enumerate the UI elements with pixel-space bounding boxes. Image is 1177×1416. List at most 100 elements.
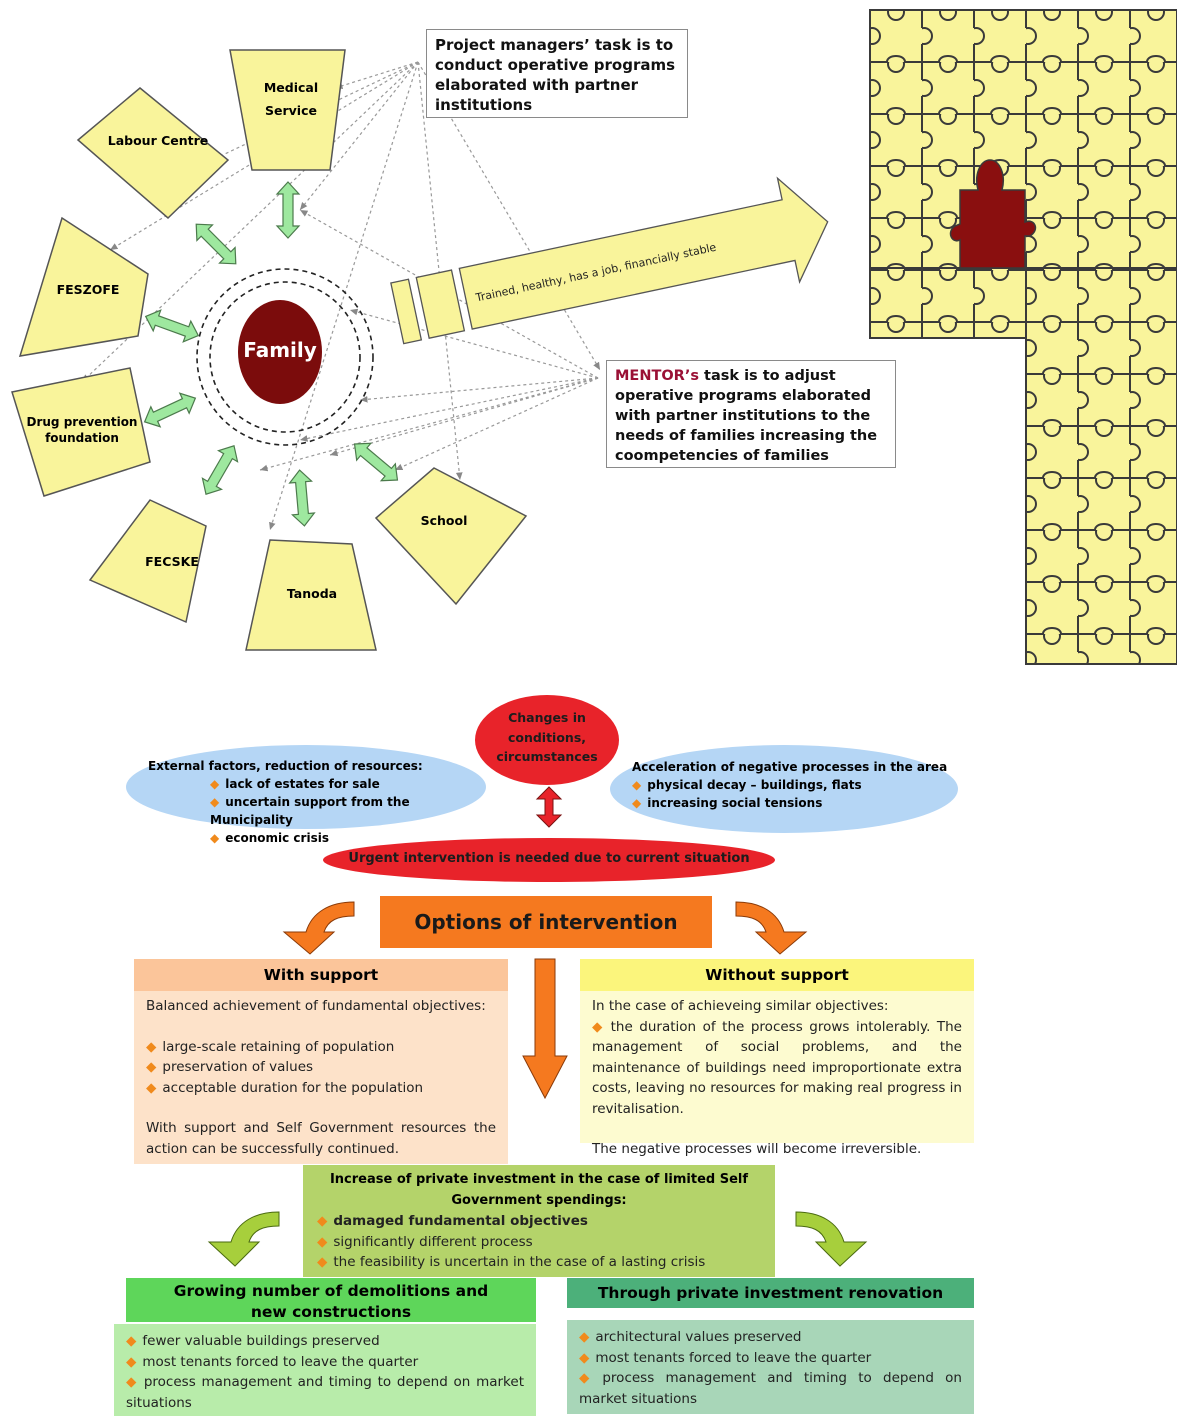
- mentor-highlight: MENTOR’s: [615, 368, 699, 384]
- bullet-icon: ◆: [579, 1329, 590, 1345]
- with-support-item: ◆large-scale retaining of population: [146, 1038, 395, 1055]
- satellite-drug-prevention: [11, 367, 151, 497]
- satellite-school-label: School: [421, 513, 468, 528]
- with-support-item: ◆preservation of values: [146, 1059, 314, 1075]
- mentor-pointer-lines: [259, 209, 599, 472]
- renovation-body: ◆architectural values preserved ◆most te…: [567, 1320, 974, 1414]
- down-arrow-icon: [522, 958, 568, 1100]
- private-investment-item: ◆the feasibility is uncertain in the cas…: [317, 1254, 706, 1270]
- link-arrow-medical: [275, 181, 301, 239]
- satellite-drug-label-1: Drug prevention: [27, 415, 138, 429]
- demolitions-body: ◆fewer valuable buildings preserved ◆mos…: [114, 1324, 536, 1416]
- link-arrow-drug: [143, 392, 197, 428]
- green-curved-arrow-right-icon: [795, 1211, 868, 1267]
- external-factors-title: External factors, reduction of resources…: [148, 759, 423, 773]
- options-of-intervention: Options of intervention: [380, 896, 712, 948]
- pm-note-line: Project managers’ task is to: [435, 36, 674, 54]
- with-support-header: With support: [134, 959, 508, 991]
- without-support-outro: The negative processes will become irrev…: [592, 1141, 922, 1157]
- outer-ring: [196, 268, 374, 446]
- bullet-icon: ◆: [317, 1213, 328, 1229]
- with-support-intro: Balanced achievement of fundamental obje…: [146, 998, 486, 1014]
- without-support-item: ◆the duration of the process grows intol…: [592, 1018, 962, 1117]
- bullet-icon: ◆: [126, 1374, 138, 1390]
- mentor-note-line: with partner institutions to the: [615, 408, 871, 424]
- bullet-icon: ◆: [210, 795, 220, 809]
- bullet-icon: ◆: [126, 1333, 137, 1349]
- pm-note-line: conduct operative programs: [435, 56, 676, 74]
- pm-note-line: institutions: [435, 96, 533, 114]
- project-managers-note: Project managers’ task is to conduct ope…: [426, 29, 688, 118]
- without-support-header: Without support: [580, 959, 974, 991]
- outcome-arrow: Trained, healthy, has a job, financially…: [390, 176, 829, 345]
- bullet-icon: ◆: [579, 1349, 590, 1366]
- without-support-intro: In the case of achieveing similar object…: [592, 998, 889, 1014]
- changes-line: conditions,: [507, 729, 587, 745]
- green-curved-arrow-left-icon: [207, 1211, 280, 1267]
- bullet-icon: ◆: [146, 1079, 157, 1096]
- mentor-note-line: coompetencies of families: [615, 448, 829, 464]
- satellite-tanoda-label: Tanoda: [287, 586, 337, 601]
- private-investment-title: Increase of private investment in the ca…: [329, 1172, 749, 1208]
- bullet-icon: ◆: [317, 1254, 328, 1270]
- bullet-icon: ◆: [146, 1038, 157, 1055]
- acceleration-title: Acceleration of negative processes in th…: [632, 760, 948, 774]
- link-arrow-feszofe: [144, 309, 200, 343]
- link-arrow-tanoda: [288, 469, 316, 527]
- acceleration-text: Acceleration of negative processes in th…: [632, 758, 952, 812]
- external-factor-item: ◆uncertain support from the Municipality: [210, 795, 410, 827]
- bullet-icon: ◆: [632, 778, 642, 792]
- satellite-medical-label-1: Medical: [264, 80, 318, 95]
- external-factors-ellipse: [126, 745, 486, 829]
- bullet-icon: ◆: [592, 1018, 605, 1035]
- satellite-medical-label-2: Service: [265, 103, 317, 118]
- renovation-item: ◆architectural values preserved: [579, 1329, 802, 1345]
- curved-arrow-right-icon: [735, 901, 808, 955]
- external-factors-text: External factors, reduction of resources…: [148, 757, 488, 847]
- bullet-icon: ◆: [126, 1353, 137, 1370]
- private-investment-item: ◆damaged fundamental objectives: [317, 1213, 588, 1229]
- missing-puzzle-piece: [949, 159, 1037, 269]
- acceleration-ellipse: [610, 745, 958, 833]
- changes-line: Changes in: [508, 710, 586, 725]
- family-label: Family: [243, 338, 317, 362]
- curved-arrow-left-icon: [282, 901, 355, 955]
- family-network-diagram: Family Trained, healthy, has a job, fina…: [11, 9, 1177, 665]
- satellite-feszofe-label: FESZOFE: [57, 282, 120, 297]
- acceleration-item: ◆physical decay – buildings, flats: [632, 778, 862, 792]
- bullet-icon: ◆: [210, 831, 220, 845]
- bullet-icon: ◆: [210, 777, 220, 791]
- external-factor-item: ◆economic crisis: [210, 831, 329, 845]
- mentor-note-first-line: MENTOR’s task is to adjust: [615, 366, 887, 386]
- acceleration-item: ◆increasing social tensions: [632, 796, 823, 810]
- private-investment-box: Increase of private investment in the ca…: [303, 1165, 775, 1277]
- pm-note-line: elaborated with partner: [435, 76, 639, 94]
- link-arrow-labour: [195, 223, 237, 265]
- with-support-body: Balanced achievement of fundamental obje…: [134, 991, 508, 1164]
- red-double-arrow-icon: [535, 786, 563, 828]
- mentor-note-line: needs of families increasing the: [615, 428, 878, 444]
- bullet-icon: ◆: [579, 1370, 597, 1386]
- satellite-drug-label-2: foundation: [45, 431, 119, 445]
- satellite-feszofe: [18, 216, 149, 357]
- link-arrow-fecske: [201, 444, 239, 496]
- renovation-header: Through private investment renovation: [567, 1278, 974, 1308]
- renovation-item: ◆process management and timing to depend…: [579, 1370, 962, 1407]
- satellite-labour-label: Labour Centre: [108, 133, 209, 148]
- family-node: [238, 300, 322, 404]
- puzzle-illustration: [869, 9, 1177, 665]
- without-support-body: In the case of achieveing similar object…: [580, 991, 974, 1157]
- private-investment-item: ◆significantly different process: [317, 1233, 533, 1250]
- satellite-fecske: [88, 499, 207, 624]
- changes-circle: [475, 695, 619, 785]
- urgent-text: Urgent intervention is needed due to cur…: [348, 851, 750, 866]
- urgent-ellipse: [323, 838, 775, 882]
- satellite-medical-service: [229, 49, 346, 171]
- changes-line: circumstances: [496, 749, 598, 764]
- demolitions-item: ◆fewer valuable buildings preserved: [126, 1333, 380, 1349]
- satellite-tanoda: [245, 539, 377, 651]
- satellite-fecske-label: FECSKE: [145, 554, 199, 569]
- demolitions-item: ◆most tenants forced to leave the quarte…: [126, 1353, 419, 1370]
- bullet-icon: ◆: [632, 796, 642, 810]
- demolitions-header: Growing number of demolitions and new co…: [126, 1278, 536, 1322]
